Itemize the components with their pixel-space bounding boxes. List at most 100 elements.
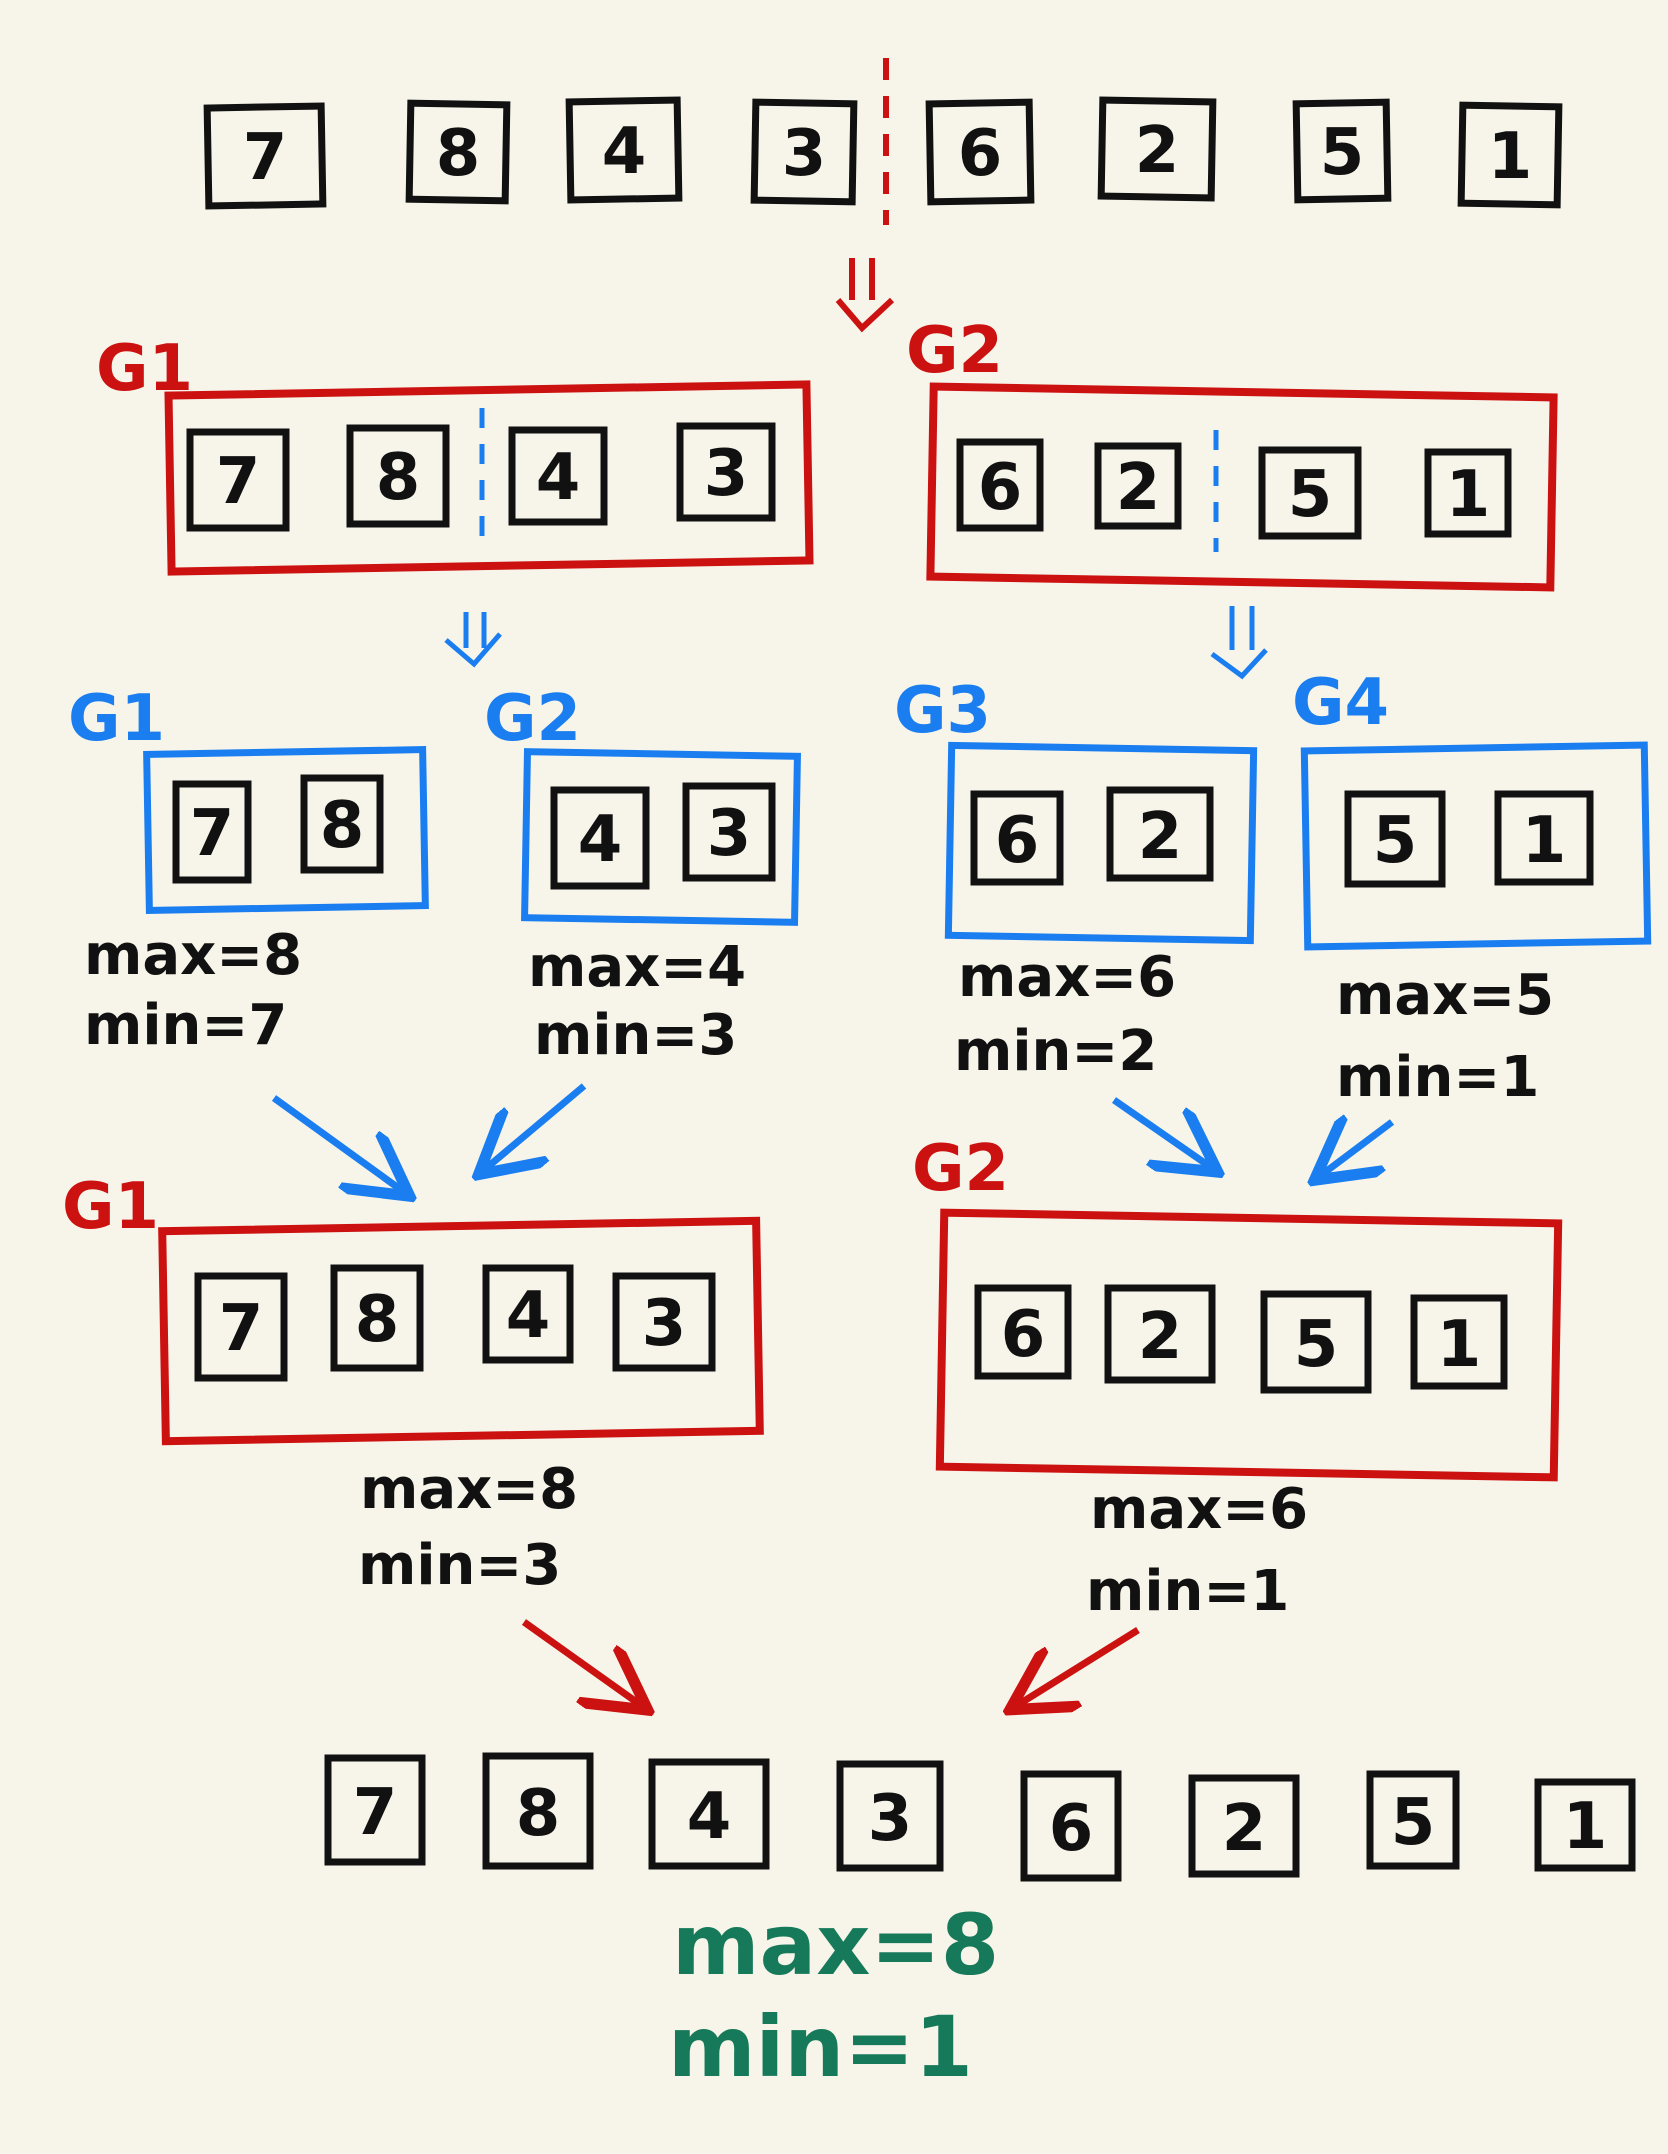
split-arrow: [444, 612, 502, 668]
cell-value: 1: [1446, 458, 1491, 532]
result-max: max=8: [672, 1896, 999, 1994]
split-arrow: [1210, 606, 1268, 680]
input-value: 3: [782, 117, 827, 191]
output-value: 3: [868, 1782, 913, 1856]
merge-arrows-blue: [271, 1083, 1395, 1192]
group-max: max=5: [1336, 963, 1554, 1028]
cell-value: 2: [1138, 1300, 1183, 1374]
output-cell: 5: [1366, 1770, 1460, 1870]
input-cell: 7: [203, 102, 327, 210]
input-cell: 3: [750, 98, 858, 206]
cell-value: 5: [1373, 804, 1418, 878]
group-label: G2: [912, 1132, 1009, 1206]
split-arrow: [835, 258, 895, 333]
merged-group: G1 7 8 4 3 max=8 min=3: [62, 1170, 764, 1598]
cell-value: 7: [219, 1292, 264, 1366]
group-min: min=3: [358, 1533, 561, 1598]
merge-arrow: [271, 1095, 404, 1192]
output-cell: 3: [836, 1760, 944, 1872]
input-value: 4: [602, 115, 647, 189]
group-label: G2: [906, 314, 1003, 388]
merge-arrow: [484, 1083, 587, 1170]
output-array: 7 8 4 3 6 2 5 1: [324, 1752, 1636, 1882]
output-value: 6: [1049, 1792, 1094, 1866]
merged-group: G2 6 2 5 1 max=6 min=1: [912, 1132, 1563, 1624]
split-group-right: G2 6 2 5 1: [906, 314, 1558, 592]
group-label: G2: [484, 682, 581, 756]
group-min: min=7: [84, 993, 287, 1058]
output-value: 8: [516, 1777, 561, 1851]
cell-value: 2: [1116, 451, 1161, 525]
output-value: 2: [1222, 1792, 1267, 1866]
output-cell: 4: [648, 1758, 770, 1870]
input-value: 1: [1488, 120, 1533, 194]
merge-arrow: [521, 1619, 642, 1706]
output-value: 5: [1391, 1786, 1436, 1860]
group-label: G3: [894, 674, 991, 748]
cell-value: 8: [376, 441, 421, 515]
input-value: 6: [958, 117, 1003, 191]
cell-value: 4: [506, 1279, 551, 1353]
output-value: 1: [1563, 1790, 1608, 1864]
cell-value: 6: [1001, 1298, 1046, 1372]
output-cell: 7: [324, 1754, 426, 1866]
cell-value: 3: [704, 437, 749, 511]
output-value: 7: [353, 1776, 398, 1850]
cell-value: 6: [995, 804, 1040, 878]
cell-value: 7: [216, 445, 261, 519]
group-label: G1: [96, 332, 193, 406]
merge-arrows-red: [521, 1619, 1140, 1706]
leaf-group: G4 5 1 max=5 min=1: [1292, 666, 1652, 1110]
cell-value: 5: [1288, 458, 1333, 532]
input-cell: 4: [565, 96, 683, 204]
input-cell: 8: [405, 99, 511, 205]
cell-value: 8: [355, 1283, 400, 1357]
input-cell: 5: [1292, 98, 1392, 204]
group-min: min=2: [954, 1019, 1157, 1084]
input-cell: 2: [1097, 96, 1217, 202]
group-min: min=3: [534, 1003, 737, 1068]
result-min: min=1: [668, 1998, 973, 2096]
group-min: min=1: [1336, 1045, 1539, 1110]
input-value: 2: [1135, 114, 1180, 188]
group-label: G1: [62, 1170, 159, 1244]
group-max: max=8: [360, 1457, 578, 1522]
group-label: G1: [68, 682, 165, 756]
leaf-group: G3 6 2 max=6 min=2: [894, 674, 1258, 1084]
group-max: max=6: [1090, 1477, 1308, 1542]
group-max: max=6: [958, 945, 1176, 1010]
group-min: min=1: [1086, 1559, 1289, 1624]
leaf-group: G2 4 3 max=4 min=3: [484, 682, 801, 1068]
input-value: 5: [1320, 116, 1365, 190]
leaf-group: G1 7 8 max=8 min=7: [68, 682, 429, 1058]
input-cell: 6: [925, 98, 1035, 206]
output-cell: 6: [1020, 1770, 1122, 1882]
cell-value: 5: [1294, 1308, 1339, 1382]
input-cell: 1: [1457, 101, 1563, 209]
output-cell: 2: [1188, 1774, 1300, 1878]
cell-value: 2: [1138, 800, 1183, 874]
cell-value: 4: [578, 803, 623, 877]
merge-arrow: [1320, 1122, 1395, 1176]
output-cell: 1: [1534, 1778, 1636, 1872]
output-cell: 8: [482, 1752, 594, 1870]
merge-arrow: [1016, 1627, 1140, 1706]
cell-value: 7: [190, 797, 235, 871]
cell-value: 8: [320, 789, 365, 863]
group-max: max=4: [528, 935, 746, 1000]
merge-arrow: [1112, 1097, 1212, 1168]
split-group-left: G1 7 8 4 3: [96, 332, 814, 576]
cell-value: 1: [1437, 1308, 1482, 1382]
output-value: 4: [687, 1780, 732, 1854]
cell-value: 3: [707, 797, 752, 871]
input-array: 7 8 4 3 6 2 5 1: [203, 96, 1563, 210]
input-value: 8: [436, 117, 481, 191]
cell-value: 4: [536, 441, 581, 515]
cell-value: 3: [642, 1287, 687, 1361]
group-label: G4: [1292, 666, 1389, 740]
cell-value: 1: [1522, 804, 1567, 878]
group-max: max=8: [84, 923, 302, 988]
cell-value: 6: [978, 451, 1023, 525]
input-value: 7: [243, 121, 288, 195]
